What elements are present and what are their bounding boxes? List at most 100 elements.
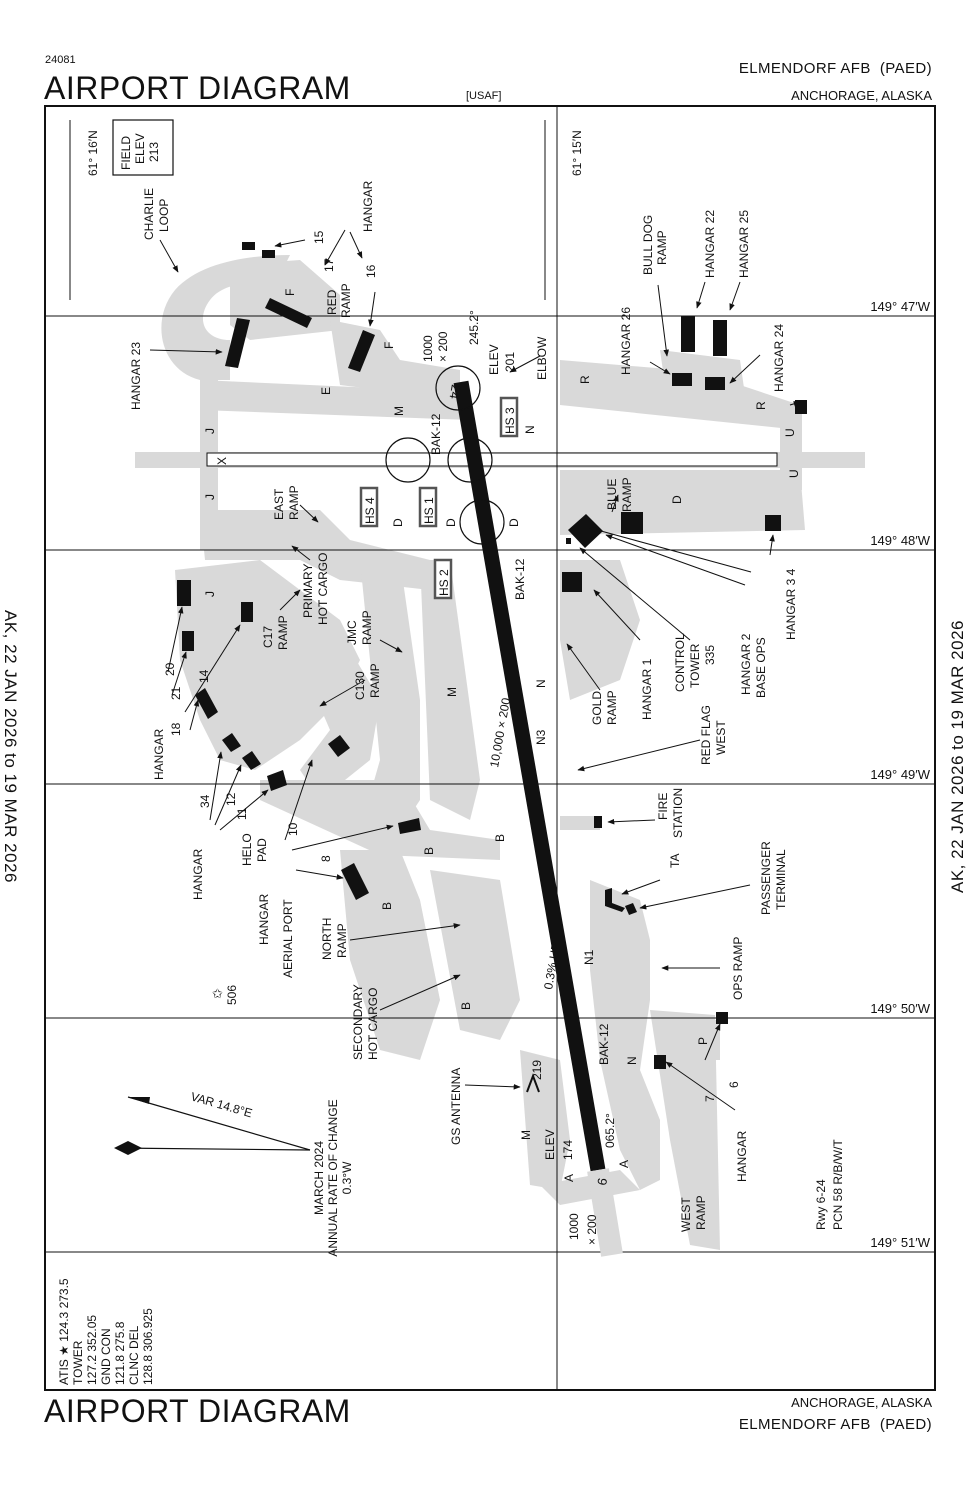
passenger-l1: PASSENGER [759,841,773,915]
comms-clnc: 128.8 306.925 [141,1308,155,1385]
twy-n3-label: N3 [534,729,548,745]
west-ramp-l2: RAMP [694,1195,708,1230]
rwy-hdg-6: 065.2° [603,1113,617,1148]
twy-u2: U [787,469,801,478]
hangar-6: 6 [727,1081,741,1088]
twy-n2: N [534,679,548,688]
rwy-elev-24: 201 [503,352,517,372]
hangar-10: 10 [286,822,300,836]
pcn-rwy: Rwy 6-24 [814,1179,828,1230]
twy-m3: M [519,1130,533,1140]
twy-a2: A [617,1160,631,1168]
hangar-14: 14 [197,669,211,683]
obstruction-icon: ✩ [212,986,223,1001]
field-elev-box [112,119,174,176]
var-label: VAR 14.8°E [189,1089,254,1120]
hangar-2-l1: HANGAR 2 [739,633,753,695]
hangar-1: HANGAR 1 [640,658,654,720]
var-date: MARCH 2024 [312,1141,326,1215]
c17-ramp-l2: RAMP [276,615,290,650]
taxiway-letters: A A B B B B D D D D E F F J J J M M M N … [203,289,801,1182]
hangar-8: 8 [319,855,333,862]
footer-airport-name: ELMENDORF AFB [738,1416,871,1433]
bak-12-c: BAK-12 [597,1023,611,1065]
hs-3: HS 3 [503,407,517,434]
rwy-elev-6-label: ELEV [543,1129,557,1160]
gs-antenna-icon [526,1073,540,1093]
comms-block: ATIS ★ 124.3 273.5 TOWER 127.2 352.05 GN… [57,1278,155,1385]
helo-pad-l1: HELO [240,833,254,866]
var-annual: ANNUAL RATE OF CHANGE [326,1099,340,1256]
twy-r1: R [578,375,592,384]
passenger-l2: TERMINAL [774,849,788,910]
hangar-11: 11 [235,807,249,820]
red-flag-l2: WEST [714,720,728,755]
hangar-mid: HANGAR [191,848,205,900]
airport-location: ANCHORAGE, ALASKA [791,88,932,103]
blue-ramp-l1: BLUE [605,479,619,510]
overrun-24-b: × 200 [436,331,450,362]
var-block: MARCH 2024 ANNUAL RATE OF CHANGE 0.3°W [312,1099,354,1256]
hangar-top: HANGAR [361,180,375,232]
east-ramp-l1: EAST [272,488,286,520]
ta-label: TA [668,854,682,868]
elbow: ELBOW [535,336,549,380]
twy-n1-label: N1 [582,949,596,965]
control-tower-l2: TOWER [688,643,702,688]
var-rate: 0.3°W [340,1161,354,1194]
red-ramp-l2: RAMP [339,283,353,318]
twy-d3: D [507,518,521,527]
twy-j2: J [203,494,217,500]
hangar-17: 17 [322,258,336,272]
overrun-24-a: 1000 [421,335,435,362]
airport-name: ELMENDORF AFB [738,60,871,77]
hs-2: HS 2 [437,569,451,596]
obstruction-506: 506 [225,985,239,1005]
twy-j3: J [203,591,217,597]
charlie-loop-l2: LOOP [157,199,171,232]
field-elev-l2: ELEV [133,133,147,164]
hangar-left: HANGAR [152,728,166,780]
east-ramp-l2: RAMP [287,485,301,520]
twy-b2: B [493,834,507,842]
overrun-6-a: 1000 [567,1213,581,1240]
jmc-ramp-l1: JMC [345,620,359,645]
lat-right: 61° 15′N [570,130,584,176]
hangar-16: 16 [364,264,378,278]
rwy-elev-24-label: ELEV [487,344,501,375]
fire-station-l2: STATION [671,788,685,838]
comms-gnd-label: GND CON [99,1328,113,1385]
variation-arrow [114,1096,311,1155]
twy-u1: U [783,428,797,437]
hangar-18: 18 [169,722,183,736]
twy-d1: D [391,518,405,527]
gold-ramp-l1: GOLD [590,691,604,725]
hotspot-boxes: HS 3 HS 4 HS 1 HS 2 [359,396,519,600]
secondary-hot-l1: SECONDARY [351,984,365,1060]
footer-airport-id: (PAED) [879,1416,932,1433]
gs-antenna: GS ANTENNA [449,1068,463,1145]
twy-d2: D [444,518,458,527]
ops-ramp: OPS RAMP [731,937,745,1000]
comms-atis: ATIS ★ 124.3 273.5 [57,1278,71,1385]
grid-ticks [69,120,546,300]
north-ramp-l1: NORTH [320,918,334,960]
chart-number: 24081 [45,54,76,66]
hangar-21: 21 [169,686,183,700]
leader-lines [149,229,801,1111]
primary-hot-l1: PRIMARY [301,564,315,618]
comms-clnc-label: CLNC DEL [127,1325,141,1385]
twy-a1: A [562,1174,576,1182]
aerial-port: AERIAL PORT [281,899,295,978]
rwy-end-24: 24 [447,383,464,400]
twy-b1: B [422,847,436,855]
twy-n1: N [523,425,537,434]
twy-d4: D [670,495,684,504]
c17-ramp-l1: C17 [261,626,275,648]
twy-m1: M [392,406,406,416]
twy-e: E [319,387,333,395]
bull-dog-l1: BULL DOG [641,215,655,275]
c130-ramp-l1: C130 [353,671,367,700]
runway-6-overrun [587,1168,623,1257]
